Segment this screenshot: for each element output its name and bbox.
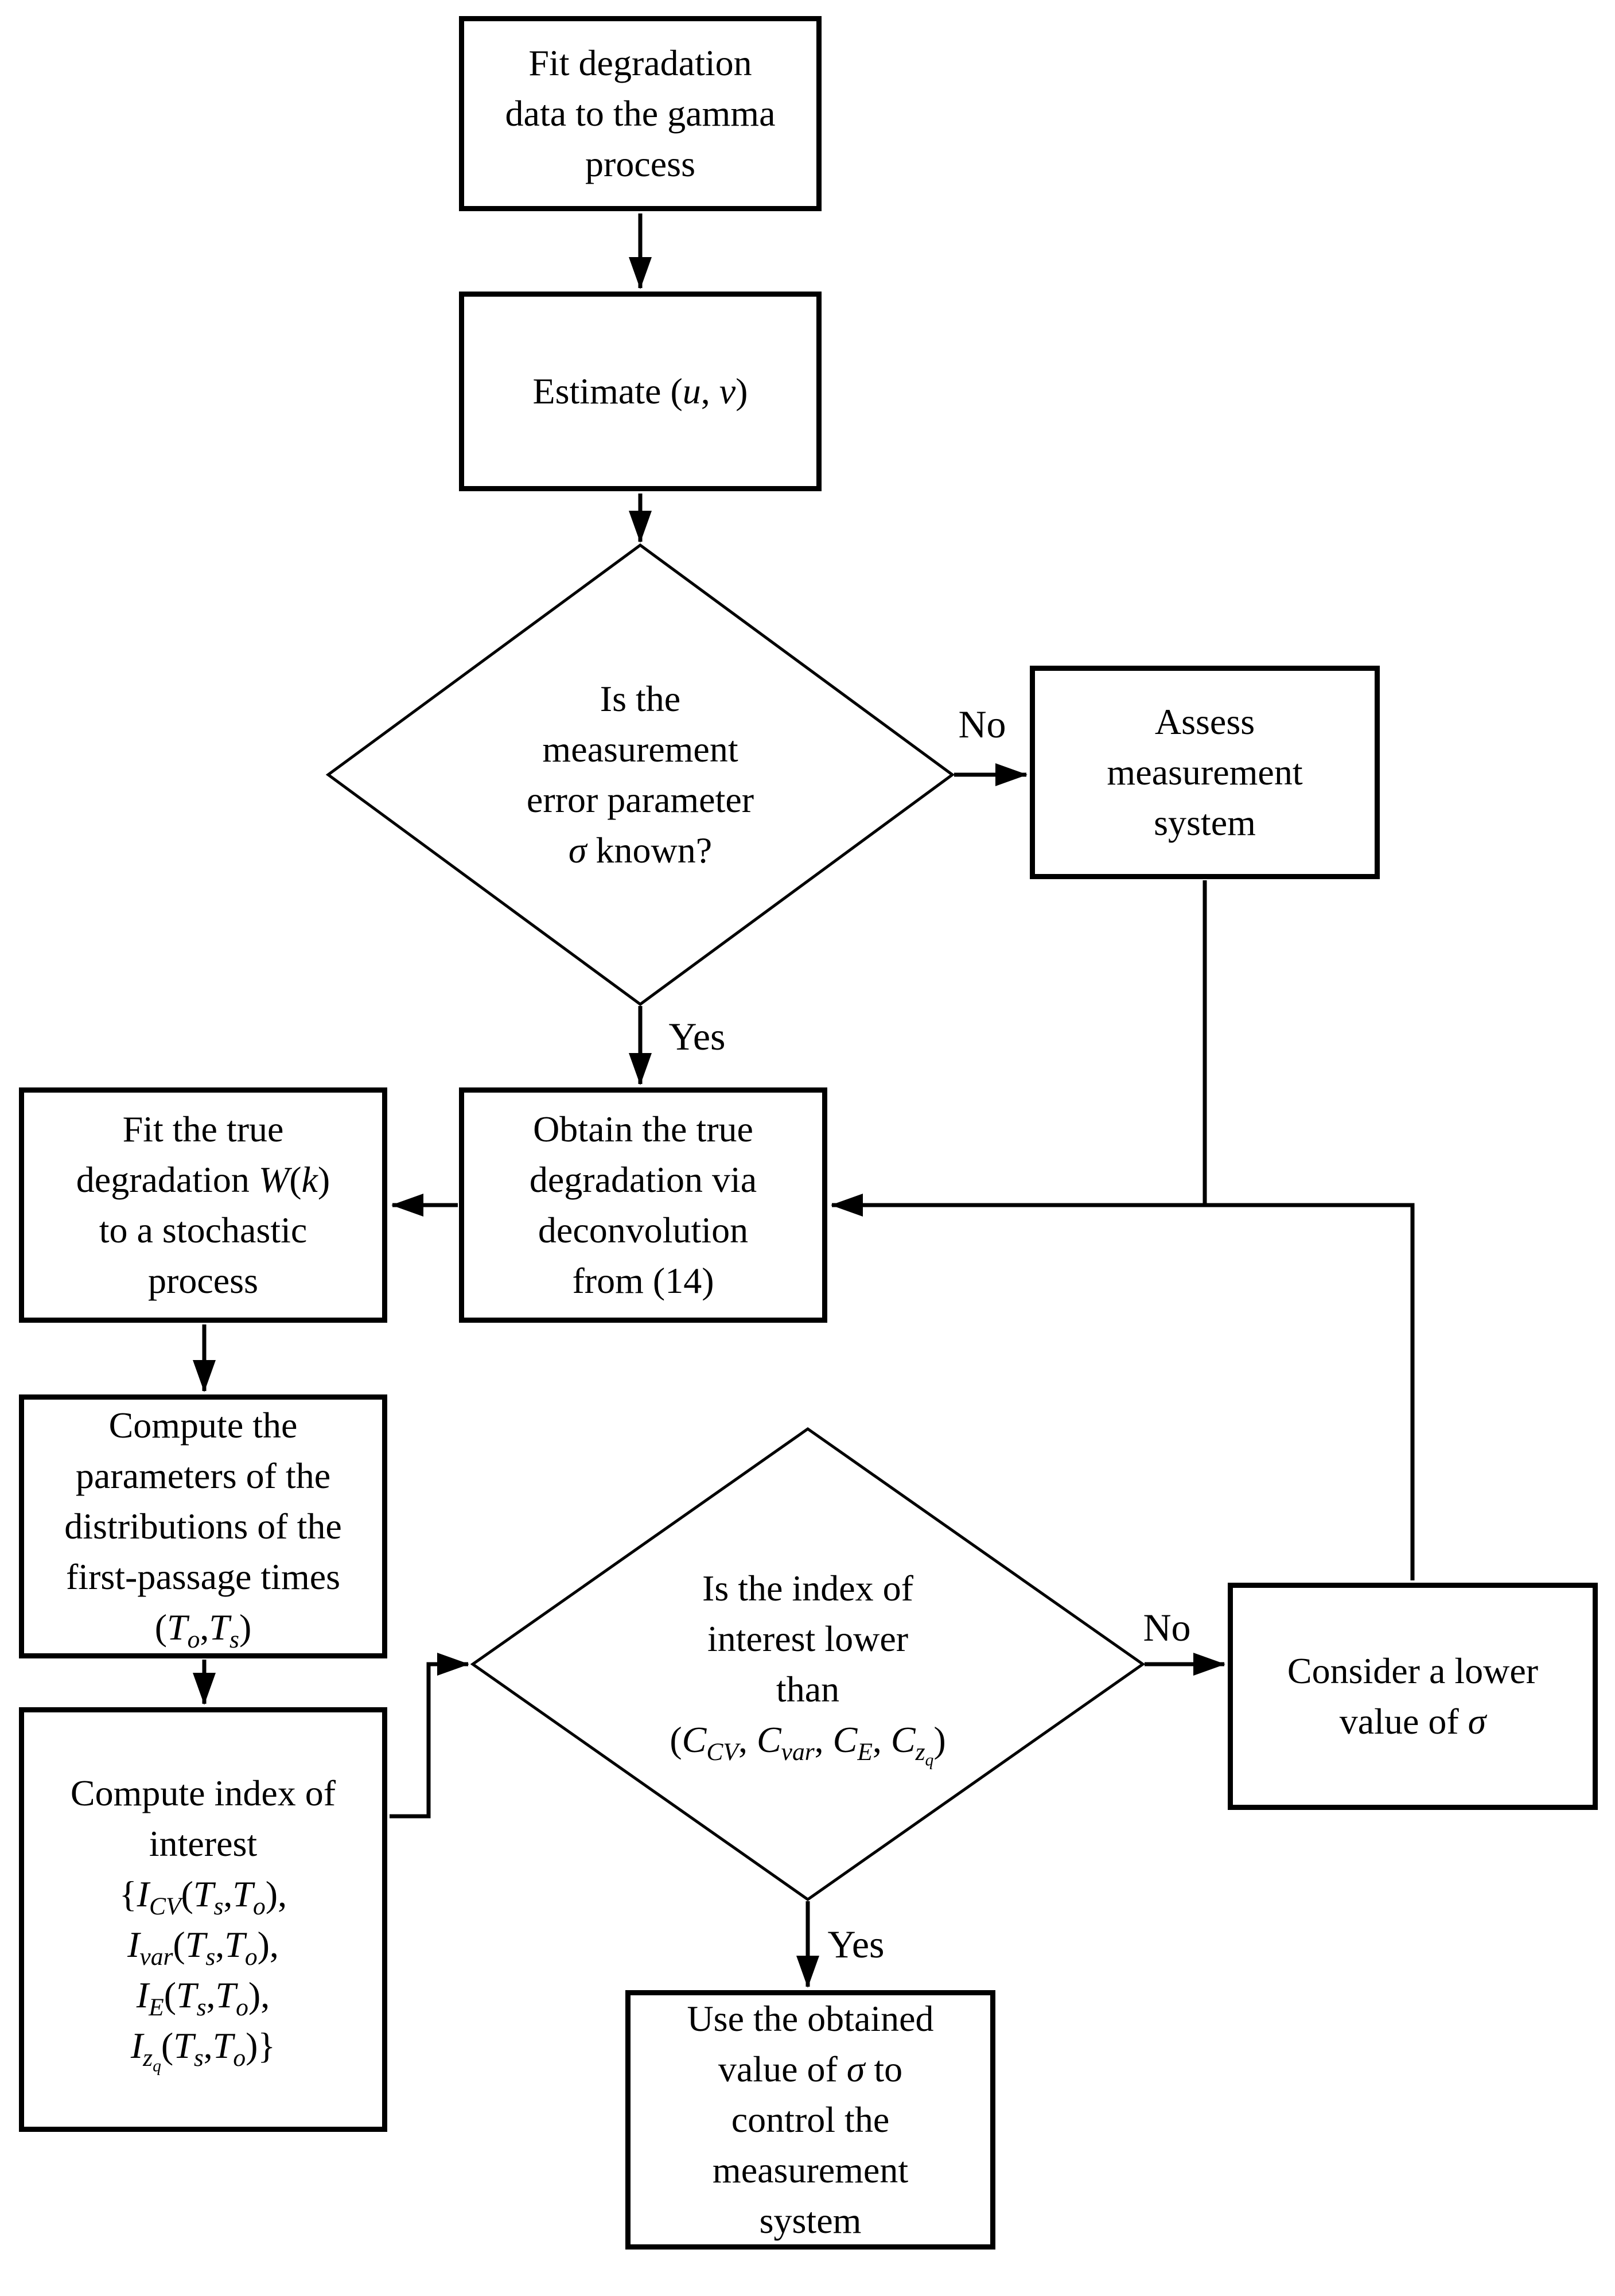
text-line: system (759, 2200, 862, 2241)
node-use-sigma-control: Use the obtained value of σ to control the… (625, 1990, 995, 2250)
text-line: interest lower (707, 1618, 909, 1659)
text-line: σ known? (568, 830, 713, 871)
text-line: Use the obtained (687, 1998, 934, 2039)
decision-index-lower-label: Is the index of interest lower than (CCV, C… (590, 1509, 1026, 1819)
node-consider-lower-sigma: Consider a lower value of σ (1228, 1583, 1598, 1810)
decision-sigma-known-shape (325, 543, 955, 1007)
text-line: to a stochastic (99, 1210, 308, 1250)
node-compute-first-passage-parameters: Compute the parameters of the distribution… (19, 1394, 387, 1658)
text-line: deconvolution (538, 1210, 749, 1250)
node-compute-index-of-interest: Compute index of interest {ICV(Ts,To),Ivar… (19, 1707, 387, 2132)
text-line: measurement (712, 2150, 909, 2190)
text-line: {ICV(Ts,To), (119, 1874, 287, 1920)
node-fit-true-degradation: Fit the true degradation W(k) to a stochas… (19, 1087, 387, 1323)
node-assess-measurement-system: Assess measurement system (1030, 666, 1380, 879)
decision-sigma-known-label: Is the measurement error parameter σ known? (457, 626, 824, 924)
text-line: Assess (1154, 701, 1255, 742)
text-line: from (14) (572, 1260, 714, 1301)
text-line: measurement (1107, 752, 1303, 792)
text-line: system (1154, 802, 1256, 843)
decision-index-lower-shape (470, 1427, 1146, 1902)
edge-label-no-index: No (1139, 1608, 1194, 1647)
text-line: Consider a lower (1287, 1650, 1539, 1691)
text-line: (CCV, Cvar, CE, Czq) (670, 1719, 946, 1770)
text-line: Is the index of (702, 1568, 913, 1609)
text-line: Estimate (u, v) (532, 371, 748, 411)
text-line: first-passage times (65, 1556, 341, 1597)
edge-label-yes-index: Yes (824, 1925, 888, 1964)
text-line: than (776, 1669, 840, 1710)
edge-label-no-sigma: No (955, 705, 1010, 744)
edge-label-yes-sigma: Yes (665, 1017, 729, 1056)
node-estimate-uv: Estimate (u, v) (459, 292, 822, 491)
text-line: interest (149, 1823, 258, 1864)
text-line: degradation via (529, 1159, 757, 1200)
text-line: Fit degradation (528, 42, 752, 83)
text-line: parameters of the (75, 1455, 331, 1496)
text-line: IE(Ts,To), (136, 1975, 270, 2021)
text-line: Obtain the true (533, 1109, 753, 1149)
text-line: Fit the true (122, 1109, 284, 1149)
edge-feedback-to-deconvolution (831, 1194, 1415, 1580)
text-line: process (585, 143, 695, 184)
node-fit-degradation-gamma: Fit degradation data to the gamma process (459, 16, 822, 211)
text-line: measurement (542, 729, 738, 770)
text-line: data to the gamma (505, 93, 776, 134)
text-line: control the (731, 2099, 890, 2140)
text-line: Izq(Ts,To)} (130, 2025, 276, 2076)
text-line: degradation W(k) (76, 1159, 330, 1200)
text-line: distributions of the (64, 1506, 342, 1547)
text-line: value of σ to (718, 2049, 903, 2089)
text-line: Ivar(Ts,To), (127, 1924, 279, 1971)
text-line: Compute index of (70, 1773, 336, 1813)
text-line: (To,Ts) (154, 1607, 252, 1653)
text-line: value of σ (1339, 1701, 1486, 1742)
text-line: Compute the (108, 1405, 298, 1446)
text-line: process (148, 1260, 258, 1301)
node-obtain-true-degradation: Obtain the true degradation via deconvolut… (459, 1087, 827, 1323)
text-line: Is the (600, 678, 681, 719)
edge-computeindex-to-decision2 (390, 1653, 469, 1819)
text-line: error parameter (526, 779, 754, 820)
